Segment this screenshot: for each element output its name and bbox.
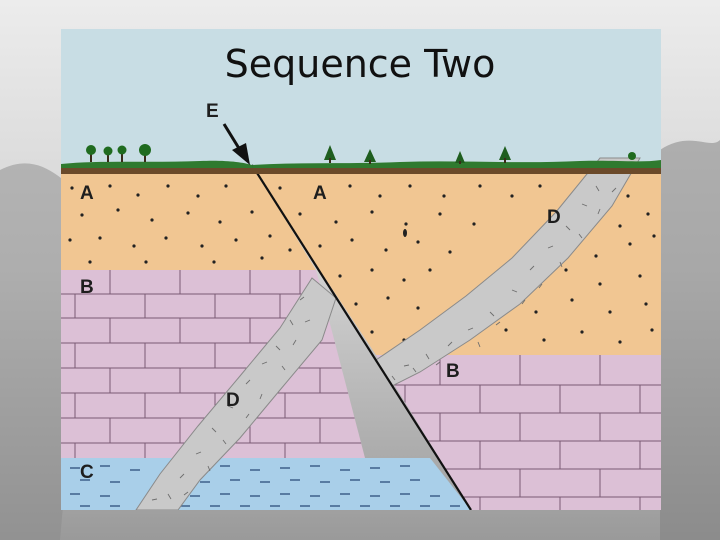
label-layer-a-left: A [80,183,94,204]
limestone-bricks-hanging-wall [376,355,661,510]
label-dike-lower: D [226,390,240,411]
label-layer-c: C [80,462,94,483]
layer-a-footwall [61,168,316,270]
sandstone-grains-right [278,184,656,344]
sandstone-grains-left [68,184,292,264]
fault-line [251,164,472,510]
soil-strip [61,168,661,174]
label-dike-upper: D [547,207,561,228]
limestone-bricks-footwall [61,270,365,458]
label-layer-b-left: B [80,277,94,298]
fault-arrow [222,123,250,165]
shale-laminations [70,465,460,507]
tree-group-right [324,145,636,164]
label-fault-e: E [206,101,219,122]
dike-upper-segment [375,157,641,387]
label-layer-b-right: B [446,361,460,382]
slide-title: Sequence Two [224,42,496,86]
label-layer-a-right: A [313,183,327,204]
dike-lower-segment [135,277,337,510]
tree-group-left [86,144,151,162]
sky [61,29,661,169]
